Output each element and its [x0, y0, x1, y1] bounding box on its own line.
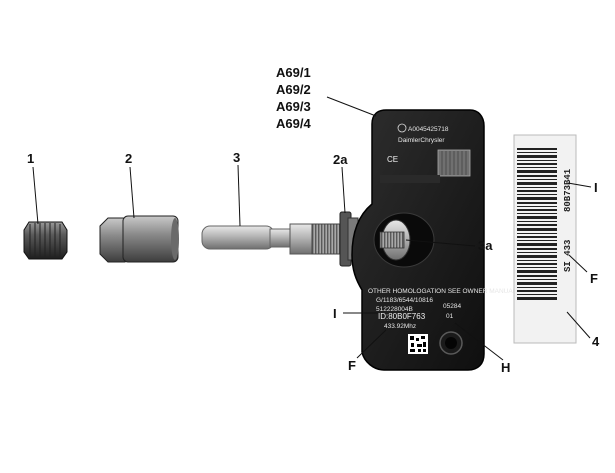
sensor-brand: DaimlerChrysler	[398, 137, 445, 144]
callout-3: 3	[233, 150, 240, 165]
part-number-list: A69/1 A69/2 A69/3 A69/4	[276, 65, 311, 131]
nut-part	[99, 215, 179, 263]
callout-2: 2	[125, 151, 132, 166]
homologation-text: OTHER HOMOLOGATION SEE OWNER MANUAL	[368, 288, 517, 295]
barcode-id-text: 80B73B41	[563, 168, 573, 212]
part-number-3: A69/3	[276, 99, 311, 114]
callout-h: H	[501, 360, 510, 375]
callout-f-left: F	[348, 358, 356, 373]
leader-lines	[32, 96, 592, 361]
sensor-id-text: ID:80B0F763	[378, 312, 426, 321]
revision-code: 01	[446, 313, 454, 320]
callout-3a: 3a	[478, 238, 493, 253]
part-number-2: A69/2	[276, 82, 311, 97]
approval-number: G/1183/6544/10816	[376, 297, 433, 304]
valve-cap-part	[23, 221, 68, 260]
callout-4: 4	[592, 334, 600, 349]
ce-mark: CE	[387, 155, 398, 164]
callout-1: 1	[27, 151, 34, 166]
callout-f-right: F	[590, 271, 598, 286]
sensor-code: 512228004B	[376, 306, 413, 313]
frequency-text: 433.92Mhz	[384, 323, 416, 330]
valve-stem-part	[201, 211, 359, 267]
callout-i-left: I	[333, 306, 337, 321]
part-number-1: A69/1	[276, 65, 311, 80]
data-matrix-code	[408, 334, 428, 354]
grid-plate	[437, 149, 471, 177]
callout-2a: 2a	[333, 152, 348, 167]
callout-i-right: I	[594, 180, 598, 195]
sensor-body: A0045425718 DaimlerChrysler CE OTHER HOM…	[351, 109, 517, 371]
part-number-4: A69/4	[276, 116, 311, 131]
sensor-part-number: A0045425718	[408, 126, 449, 133]
barcode-label-part: 80B73B41 SI 433	[513, 134, 577, 344]
date-code: 05284	[443, 303, 461, 310]
barcode-freq-text: SI 433	[563, 240, 573, 272]
